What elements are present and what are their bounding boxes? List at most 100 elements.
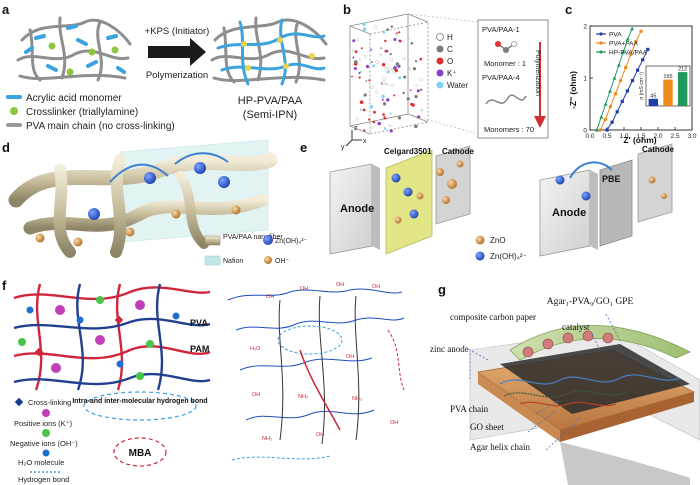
panel-d-nanofibers <box>8 152 278 258</box>
md-atom <box>353 60 358 64</box>
svg-text:OH: OH <box>346 354 354 360</box>
panel-g-label-go: GO sheet <box>470 422 504 432</box>
panel-e-right-cathode: Cathode <box>642 145 675 154</box>
panel-e-legend: ZnO Zn(OH)₄²⁻ <box>475 235 527 261</box>
md-atom <box>384 39 387 43</box>
x-tick-label: 2.5 <box>670 133 679 140</box>
y-tick-label: 0 <box>583 128 587 135</box>
md-atom <box>414 60 418 63</box>
md-atom <box>408 67 412 70</box>
md-atom <box>381 62 386 67</box>
md-atom <box>352 39 356 43</box>
md-atom <box>393 38 397 41</box>
md-atom <box>416 89 420 93</box>
x-tick-label: 2.0 <box>653 133 662 140</box>
panel-b-legend-1: C <box>447 45 453 54</box>
panel-a-legend-0: Acrylic acid monomer <box>26 93 122 104</box>
panel-a-product-line2: (Semi-IPN) <box>243 109 297 121</box>
panel-d-legend-1: Zn(OH)₄²⁻ <box>275 238 308 245</box>
panel-a-legend-1: Crosslinker (triallylamine) <box>26 107 138 118</box>
data-point <box>620 99 624 103</box>
panel-a-reaction-arrow <box>148 38 206 66</box>
panel-g: g Agar₁-PVA₉/GO₁ GPE composite carbon pa… <box>430 282 700 485</box>
md-atom <box>353 67 357 70</box>
md-atom <box>393 94 396 97</box>
panel-d-letter: d <box>2 140 10 155</box>
panel-d-ions <box>35 162 241 247</box>
legend-marker <box>599 32 603 36</box>
md-atom <box>356 38 360 41</box>
panel-f-hbond-oval <box>83 391 197 421</box>
panel-f-ions <box>18 296 180 380</box>
panel-a-legend-2: PVA main chain (no cross-linking) <box>26 121 175 132</box>
panel-d-legend-0: PVA/PAA nanofiber <box>223 234 283 241</box>
svg-text:OH: OH <box>300 286 308 292</box>
panel-f-letter: f <box>2 278 7 293</box>
legend-crosslinker-swatch <box>10 107 18 115</box>
data-point <box>594 128 599 132</box>
panel-a-network-right <box>210 16 328 86</box>
md-atom <box>411 103 415 107</box>
data-point <box>625 89 629 93</box>
panel-f-hbond-box: Intra-and inter-molecular hydrogen bond <box>72 398 207 405</box>
panel-g-label-pva: PVA chain <box>450 404 489 414</box>
legend-label: PVA <box>609 32 622 39</box>
md-atom <box>380 47 383 49</box>
data-point <box>616 63 621 67</box>
panel-b-inset-label4: PVA/PAA-4 <box>482 73 520 82</box>
inset-bar <box>648 98 659 106</box>
data-point <box>598 128 602 132</box>
panel-b-inset-monomer1: Monomer : 1 <box>484 59 526 68</box>
panel-f-legend-4: Hydrogen bond <box>18 475 69 484</box>
panel-g-letter: g <box>438 282 446 297</box>
md-atom <box>372 64 376 68</box>
md-atom <box>383 116 386 119</box>
panel-d-legend-2: Nafion <box>223 258 243 265</box>
md-atom <box>354 50 358 54</box>
panel-g-catalyst-balls <box>522 330 614 358</box>
svg-text:NH₂: NH₂ <box>352 396 362 402</box>
panel-a-letter: a <box>2 2 10 17</box>
md-atom <box>397 116 402 120</box>
md-atom <box>382 81 386 86</box>
data-point <box>603 102 608 106</box>
md-atom <box>398 39 401 42</box>
md-atom <box>388 67 392 72</box>
data-point <box>610 120 614 124</box>
md-atom <box>389 112 392 115</box>
panel-g-base-plate <box>560 442 690 485</box>
data-point <box>630 26 635 31</box>
panel-b-polymer-chain <box>485 94 527 105</box>
svg-text:H₂O: H₂O <box>250 346 261 352</box>
md-atom <box>382 113 385 116</box>
panel-e-right-cathode-plate <box>637 143 673 223</box>
data-point <box>612 76 617 80</box>
inset-bar-label: 45 <box>650 93 656 99</box>
md-atom <box>359 108 363 111</box>
md-atom <box>402 57 406 61</box>
svg-text:OH: OH <box>266 294 274 300</box>
panel-g-label-agar: Agar helix chain <box>470 442 530 452</box>
panel-a-product-line1: HP-PVA/PAA <box>238 95 303 107</box>
data-point <box>621 50 626 54</box>
x-tick-label: 3.0 <box>687 133 696 140</box>
md-atom <box>369 105 374 109</box>
md-atom <box>388 124 392 128</box>
md-atom <box>386 70 390 74</box>
data-point <box>618 78 623 83</box>
md-atom <box>363 93 367 97</box>
md-atom <box>412 67 417 71</box>
panel-f-mba-box: MBA <box>129 448 152 459</box>
panel-b-axis-x: x <box>363 138 367 145</box>
md-atom <box>417 115 421 119</box>
md-atom <box>373 110 376 114</box>
panel-f-legend: Cross-linking Positive ions (K⁺) Negativ… <box>10 397 78 484</box>
panel-e-right-cell: Anode PBE Cathode <box>539 143 675 257</box>
md-atom <box>352 56 355 59</box>
md-atom <box>395 62 400 66</box>
md-atom <box>365 80 368 82</box>
x-tick-label: 0.5 <box>602 133 611 140</box>
md-atom <box>383 127 387 130</box>
